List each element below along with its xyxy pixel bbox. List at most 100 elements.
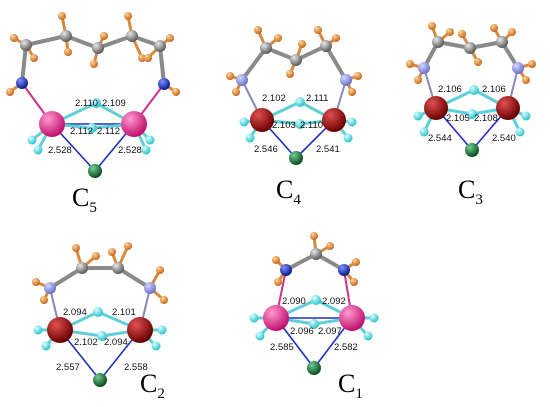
hydrogen-atom [354,72,362,80]
hydride-atom [295,119,305,129]
halide-atom [465,143,479,157]
hydrogen-atom [428,22,436,30]
metal-atom [121,111,147,137]
hydrogen-atom [348,88,356,96]
halide-atom [88,164,102,178]
hydrogen-atom [314,26,322,34]
distance-label: 2.106 [438,84,462,95]
carbon-atom [112,262,124,274]
hydride-atom [295,97,305,107]
hydrogen-atom [30,54,38,62]
hydride-atom [33,145,43,155]
panel-c5: 2.110 2.109 2.112 2.112 2.528 2.528 C5 [6,12,180,216]
distance-label: 2.102 [74,337,98,348]
carbon-atom [126,30,138,42]
hydride-atom [521,111,531,121]
hydride-atom [515,127,525,137]
hydrogen-atom [458,30,466,38]
carbon-atom [496,36,508,48]
distance-label: 2.540 [492,133,516,144]
hydrogen-atom [124,12,132,20]
carbon-atom [310,248,322,260]
hydride-atom [87,123,97,133]
nitrogen-atom [144,282,156,294]
nitrogen-atom [280,264,292,276]
carbon-atom [464,42,476,54]
distance-label: 2.528 [118,145,142,156]
distance-label: 2.105 [446,113,470,124]
distance-label: 2.110 [300,120,323,131]
hydride-atom [145,135,155,145]
hydride-atom [343,133,353,143]
distance-label: 2.544 [428,133,452,144]
hydrogen-atom [100,32,108,40]
halide-atom [93,373,107,387]
hydrogen-atom [274,278,282,286]
hydrogen-atom [310,232,318,240]
distance-label: 2.111 [306,93,328,104]
nitrogen-atom [338,264,350,276]
distance-label: 2.090 [282,296,306,307]
nitrogen-atom [340,74,352,86]
hydrogen-atom [350,278,358,286]
metal-atom [47,317,73,343]
hydrogen-atom [72,244,80,252]
panel-c3: 2.106 2.106 2.105 2.108 2.544 2.540 C3 [406,22,536,208]
hydrogen-atom [108,248,116,256]
halide-atom [307,361,321,375]
carbon-atom [92,42,104,54]
distance-label: 2.103 [272,120,296,131]
panel-c4: 2.102 2.111 2.103 2.110 2.546 2.541 C4 [226,26,362,208]
hydride-atom [93,307,103,317]
hydrogen-atom [508,28,516,36]
panel-label: C5 [72,183,97,216]
distance-label: 2.541 [316,144,340,155]
hydrogen-atom [32,278,40,286]
nitrogen-atom [16,77,28,89]
distance-label: 2.109 [102,98,126,109]
panel-c2: 2.094 2.101 2.102 2.094 2.557 2.558 C2 [32,242,168,402]
distance-label: 2.110 [75,98,98,109]
hydrogen-atom [332,34,340,42]
metal-atom [496,96,520,120]
hydrogen-atom [298,40,306,48]
hydride-atom [309,319,319,329]
hydride-atom [419,127,429,137]
hydride-atom [469,85,479,95]
carbon-atom [320,40,332,52]
panel-label: C1 [338,369,363,402]
hydrogen-atom [64,48,72,56]
distance-label: 2.582 [334,342,358,353]
metal-atom [339,305,365,331]
hydrogen-atom [138,54,146,62]
distance-label: 2.094 [104,337,128,348]
hydrogen-atom [254,26,262,34]
metal-atom [424,96,448,120]
metal-atom [263,305,289,331]
nitrogen-atom [418,62,430,74]
hydride-atom [245,133,255,143]
hydrogen-atom [326,242,334,250]
nitrogen-atom [236,74,248,86]
hydride-atom [363,331,373,341]
hydrogen-atom [92,252,100,260]
distance-label: 2.112 [70,126,93,137]
hydride-atom [151,341,161,351]
distance-label: 2.528 [48,145,72,156]
panel-c1: 2.090 2.092 2.096 2.097 2.585 2.582 C1 [249,232,379,402]
hydride-atom [467,109,477,119]
hydrogen-atom [124,242,132,250]
hydrogen-atom [6,88,14,96]
hydride-atom [97,331,107,341]
hydrogen-atom [274,34,282,42]
carbon-atom [260,42,272,54]
metal-atom [39,111,65,137]
hydrogen-atom [446,28,454,36]
metal-atom [322,108,346,132]
hydrogen-atom [272,256,280,264]
panel-label: C2 [140,369,165,402]
hydride-atom [311,295,321,305]
hydrogen-atom [156,266,164,274]
distance-label: 2.558 [124,362,148,373]
